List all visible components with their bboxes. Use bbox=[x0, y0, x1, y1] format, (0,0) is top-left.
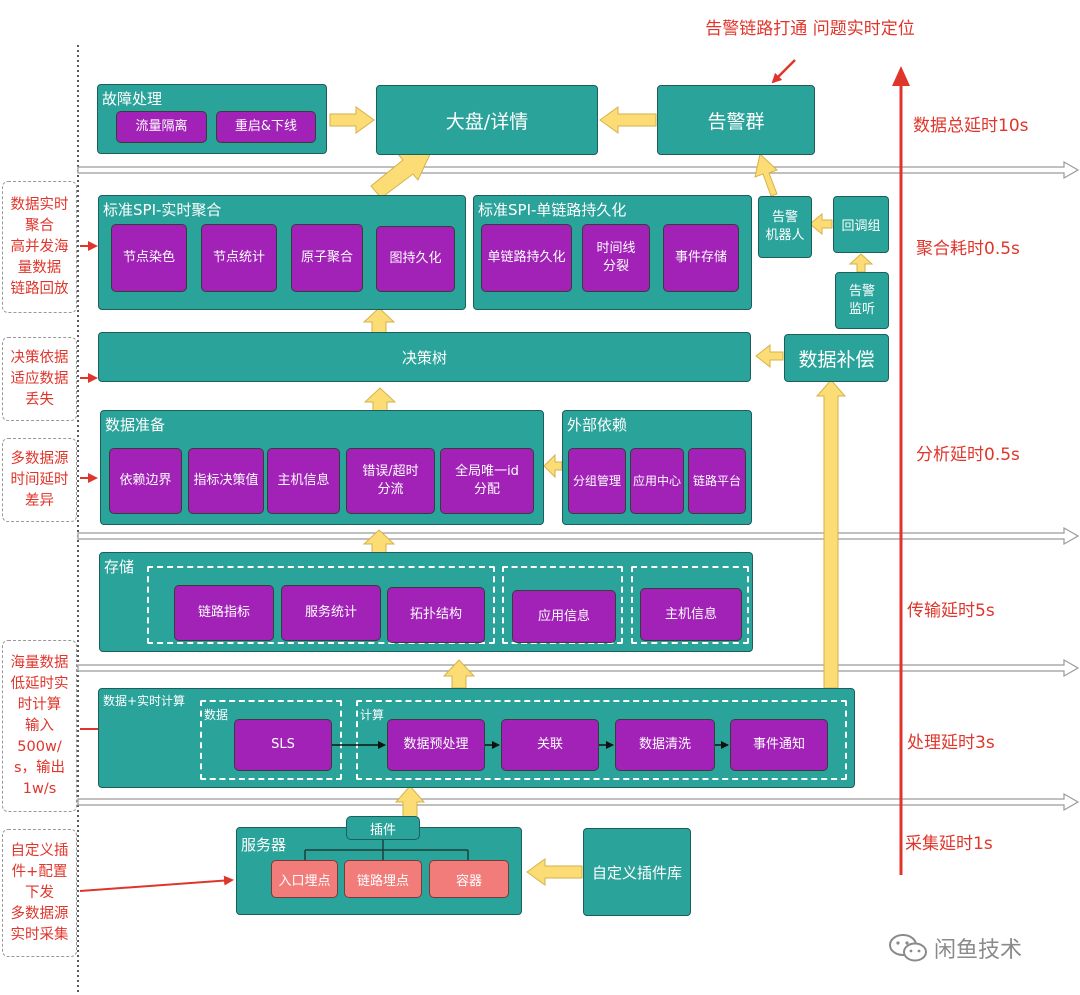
latency-process: 处理延时3s bbox=[907, 733, 995, 753]
data-clean-box: 数据清洗 bbox=[615, 719, 715, 771]
left-note-compute: 海量数据 低延时实 时计算 输入 500w/ s，输出 1w/s bbox=[2, 640, 77, 812]
node-coloring-box: 节点染色 bbox=[111, 224, 187, 292]
metric-threshold-box: 指标决策值 bbox=[188, 448, 264, 514]
server-title: 服务器 bbox=[241, 836, 287, 854]
alert-listen-box: 告警 监听 bbox=[835, 272, 889, 329]
callback-group-box: 回调组 bbox=[833, 196, 889, 253]
single-link-persist-box: 单链路持久化 bbox=[481, 224, 572, 292]
decision-tree-box: 决策树 bbox=[98, 332, 751, 382]
node-stats-box: 节点统计 bbox=[201, 224, 277, 292]
dashboard-box: 大盘/详情 bbox=[376, 85, 598, 155]
graph-persist-box: 图持久化 bbox=[376, 226, 455, 292]
plugin-tag: 插件 bbox=[346, 816, 420, 840]
storage-app-dashed bbox=[502, 566, 623, 644]
group-management-box: 分组管理 bbox=[568, 448, 626, 514]
app-center-box: 应用中心 bbox=[630, 448, 684, 514]
link-instrument-box: 链路埋点 bbox=[344, 860, 422, 898]
left-note-datasource: 多数据源 时间延时 差异 bbox=[2, 438, 77, 522]
compute-data-label: 数据 bbox=[204, 708, 229, 722]
data-prep-title: 数据准备 bbox=[105, 416, 166, 434]
left-note-decision: 决策依据 适应数据 丢失 bbox=[2, 337, 77, 421]
alert-group-box: 告警群 bbox=[657, 85, 815, 155]
host-info-storage-box: 主机信息 bbox=[640, 588, 742, 641]
watermark-text: 闲鱼技术 bbox=[934, 938, 1023, 963]
data-compensate-box: 数据补偿 bbox=[784, 334, 889, 382]
dependency-boundary-box: 依赖边界 bbox=[109, 448, 182, 514]
error-timeout-split-box: 错误/超时 分流 bbox=[346, 448, 435, 514]
left-note-collect: 自定义插 件+配置 下发 多数据源 实时采集 bbox=[2, 829, 77, 957]
app-info-box: 应用信息 bbox=[512, 590, 616, 643]
external-dependency-title: 外部依赖 bbox=[567, 416, 628, 434]
restart-offline-box: 重启&下线 bbox=[216, 111, 316, 143]
layer-divider-arrows bbox=[77, 160, 1080, 812]
latency-collect: 采集延时1s bbox=[905, 834, 993, 854]
storage-title: 存储 bbox=[104, 558, 135, 576]
plugin-library-box: 自定义插件库 bbox=[583, 828, 691, 916]
flow-arrows bbox=[329, 106, 874, 886]
spi-persist-title: 标准SPI-单链路持久化 bbox=[478, 201, 627, 219]
topology-box: 拓扑结构 bbox=[387, 587, 485, 643]
left-note-aggregation: 数据实时 聚合 高并发海 量数据 链路回放 bbox=[2, 181, 77, 313]
compute-data-dashed: 数据 bbox=[200, 700, 342, 780]
latency-aggregate: 聚合耗时0.5s bbox=[916, 239, 1020, 259]
top-note: 告警链路打通 问题实时定位 bbox=[705, 18, 915, 39]
link-metrics-box: 链路指标 bbox=[174, 585, 274, 641]
global-id-alloc-box: 全局唯一id 分配 bbox=[440, 448, 534, 514]
latency-axis-head bbox=[892, 66, 910, 86]
atomic-aggregation-box: 原子聚合 bbox=[291, 224, 363, 292]
data-preprocess-box: 数据预处理 bbox=[387, 719, 485, 771]
traffic-isolation-box: 流量隔离 bbox=[116, 111, 207, 143]
spi-aggregation-title: 标准SPI-实时聚合 bbox=[103, 201, 222, 219]
alert-robot-box: 告警 机器人 bbox=[758, 196, 812, 258]
link-platform-box: 链路平台 bbox=[688, 448, 746, 514]
correlation-box: 关联 bbox=[501, 719, 599, 771]
sls-box: SLS bbox=[234, 719, 332, 771]
fault-handling-title: 故障处理 bbox=[102, 90, 163, 108]
storage-group-dashed bbox=[147, 566, 495, 644]
event-notify-box: 事件通知 bbox=[730, 719, 828, 771]
host-info-box: 主机信息 bbox=[267, 448, 340, 514]
realtime-compute-title: 数据+实时计算 bbox=[103, 694, 186, 708]
latency-transfer: 传输延时5s bbox=[907, 601, 995, 621]
timeline-split-box: 时间线 分裂 bbox=[582, 224, 650, 292]
event-storage-box: 事件存储 bbox=[663, 224, 739, 292]
entry-instrument-box: 入口埋点 bbox=[271, 860, 338, 898]
watermark: 闲鱼技术 bbox=[888, 928, 1058, 968]
compute-calc-label: 计算 bbox=[360, 708, 385, 722]
top-note-arrow bbox=[771, 59, 796, 84]
container-box: 容器 bbox=[429, 860, 509, 898]
storage-host-dashed bbox=[631, 566, 749, 644]
compute-calc-dashed: 计算 bbox=[356, 700, 847, 780]
service-stats-box: 服务统计 bbox=[281, 585, 381, 641]
latency-analysis: 分析延时0.5s bbox=[916, 445, 1020, 465]
wechat-icon bbox=[889, 934, 927, 962]
latency-total: 数据总延时10s bbox=[913, 116, 1029, 136]
